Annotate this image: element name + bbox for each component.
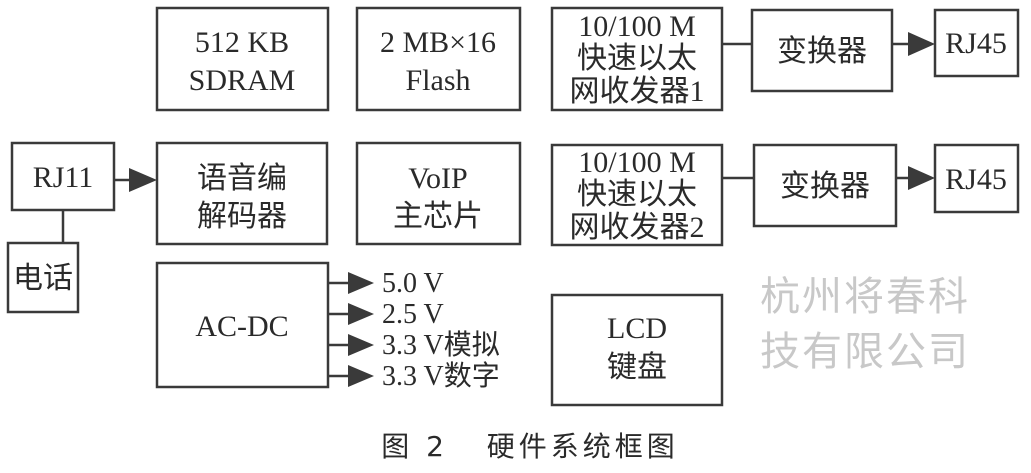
figure-caption: 图 2 硬件系统框图 bbox=[381, 430, 678, 463]
conv1-label: 变换器 bbox=[777, 35, 867, 68]
rj11-block: RJ11 bbox=[10, 141, 116, 212]
conv2-label: 变换器 bbox=[780, 170, 870, 203]
lcd-label-1: LCD bbox=[607, 312, 667, 345]
eth1-label-3: 网收发器1 bbox=[570, 75, 705, 108]
watermark-line-2: 技有限公司 bbox=[760, 329, 970, 375]
arrow-icon bbox=[348, 272, 374, 294]
acdc-label: AC-DC bbox=[195, 310, 288, 343]
eth2-label-1: 10/100 M bbox=[578, 146, 696, 179]
lcd-keyboard-block: LCD 键盘 bbox=[550, 293, 724, 407]
lcd-label-2: 键盘 bbox=[607, 351, 667, 384]
voip-chip-block: VoIP 主芯片 bbox=[355, 141, 522, 246]
watermark: 杭州将春科 技有限公司 bbox=[760, 274, 985, 375]
flash-label-2: Flash bbox=[405, 64, 470, 97]
power-label: 2.5 V bbox=[382, 299, 444, 330]
rj45-1-block: RJ45 bbox=[933, 8, 1020, 78]
codec-label-2: 解码器 bbox=[197, 200, 287, 233]
voice-codec-block: 语音编 解码器 bbox=[155, 141, 329, 246]
eth1-label-2: 快速以太 bbox=[577, 42, 697, 75]
ethernet-transceiver-2-block: 10/100 M 快速以太 网收发器2 bbox=[550, 143, 724, 247]
codec-label-1: 语音编 bbox=[197, 162, 287, 195]
voip-label-2: 主芯片 bbox=[393, 200, 483, 233]
power-output-3v3-digital: 3.3 V数字 bbox=[328, 360, 500, 392]
arrow-icon bbox=[908, 32, 935, 56]
ac-dc-block: AC-DC bbox=[155, 261, 330, 389]
converter-1-block: 变换器 bbox=[750, 8, 894, 93]
sdram-label-1: 512 KB bbox=[195, 26, 289, 59]
arrow-icon bbox=[908, 166, 935, 190]
rj45-1-label: RJ45 bbox=[945, 27, 1007, 60]
phone-label: 电话 bbox=[13, 262, 73, 295]
ethernet-transceiver-1-block: 10/100 M 快速以太 网收发器1 bbox=[550, 6, 724, 112]
phone-block: 电话 bbox=[6, 241, 80, 314]
converter-2-block: 变换器 bbox=[752, 143, 898, 228]
flash-label-1: 2 MB×16 bbox=[380, 26, 496, 59]
power-label: 5.0 V bbox=[382, 268, 444, 299]
watermark-line-1: 杭州将春科 bbox=[760, 274, 970, 320]
eth2-label-3: 网收发器2 bbox=[570, 211, 705, 244]
sdram-block: 512 KB SDRAM bbox=[155, 6, 330, 112]
power-output-2v5: 2.5 V bbox=[328, 299, 444, 330]
power-label: 3.3 V模拟 bbox=[382, 329, 500, 361]
flash-block: 2 MB×16 Flash bbox=[355, 6, 522, 112]
power-output-3v3-analog: 3.3 V模拟 bbox=[328, 329, 500, 361]
rj45-2-label: RJ45 bbox=[945, 163, 1007, 196]
rj11-label: RJ11 bbox=[33, 161, 94, 194]
eth2-label-2: 快速以太 bbox=[577, 178, 697, 211]
arrow-icon bbox=[348, 303, 374, 325]
voip-label-1: VoIP bbox=[408, 162, 467, 195]
power-output-5v: 5.0 V bbox=[328, 268, 444, 299]
eth1-label-1: 10/100 M bbox=[578, 10, 696, 43]
arrow-icon bbox=[348, 334, 374, 356]
rj45-2-block: RJ45 bbox=[933, 143, 1020, 214]
sdram-label-2: SDRAM bbox=[189, 64, 296, 97]
arrow-icon bbox=[129, 168, 157, 192]
power-label: 3.3 V数字 bbox=[382, 360, 500, 392]
arrow-icon bbox=[348, 365, 374, 387]
